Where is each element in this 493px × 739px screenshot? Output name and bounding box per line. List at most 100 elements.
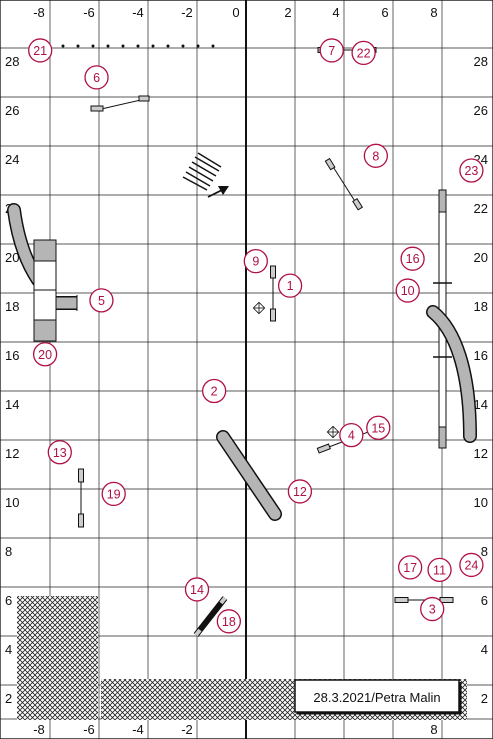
number-label: 2: [211, 385, 218, 399]
y-axis-right-labels: 28 26 24 22 20 18 16 14 12 10 8 6 4 2: [474, 54, 488, 706]
x-tick-label: -8: [33, 722, 45, 737]
course-number-1: 1: [277, 273, 303, 298]
number-label: 12: [293, 485, 307, 499]
y-tick-label: 2: [481, 691, 488, 706]
course-number-2: 2: [201, 378, 227, 404]
number-label: 1: [287, 279, 294, 293]
x-tick-label: 6: [381, 5, 388, 20]
y-axis-left-labels: 28 26 24 22 20 18 16 14 12 10 8 6 4 2: [5, 54, 19, 706]
y-tick-label: 24: [5, 152, 19, 167]
number-label: 9: [252, 255, 259, 269]
number-circle: [101, 481, 126, 507]
y-tick-label: 28: [5, 54, 19, 69]
x-tick-label: 4: [332, 5, 339, 20]
number-circle: [287, 479, 313, 504]
number-circle: [243, 248, 268, 274]
number-label: 11: [433, 563, 446, 577]
number-circle: [459, 158, 484, 183]
number-circle: [32, 342, 58, 367]
number-circle: [397, 555, 423, 580]
curved-tunnel-right: [426, 305, 477, 443]
x-tick-label: -2: [181, 722, 193, 737]
number-label: 15: [371, 421, 385, 435]
course-number-6: 6: [84, 65, 109, 90]
y-tick-label: 14: [474, 397, 488, 412]
jump-9-1: [270, 265, 276, 322]
number-label: 17: [403, 561, 417, 575]
number-label: 8: [372, 149, 379, 163]
number-circle: [395, 278, 420, 303]
y-tick-label: 26: [474, 103, 488, 118]
number-label: 22: [357, 46, 371, 60]
number-circle: [319, 38, 344, 63]
aframe-obstacle: [33, 239, 57, 342]
number-circle: [363, 143, 389, 168]
number-label: 3: [429, 603, 436, 617]
y-tick-label: 12: [5, 446, 19, 461]
number-label: 21: [33, 44, 47, 58]
y-tick-label: 10: [474, 495, 488, 510]
y-tick-label: 26: [5, 103, 19, 118]
number-label: 20: [38, 348, 52, 362]
y-tick-label: 8: [481, 544, 488, 559]
course-caption: 28.3.2021/Petra Malin: [313, 690, 440, 705]
x-tick-label: -6: [83, 5, 95, 20]
number-circle: [366, 415, 391, 440]
course-number-4: 4: [339, 422, 364, 448]
x-tick-label: -2: [181, 5, 193, 20]
y-tick-label: 6: [481, 593, 488, 608]
course-number-8: 8: [363, 143, 389, 168]
y-tick-label: 16: [5, 348, 19, 363]
course-number-12: 12: [287, 479, 313, 504]
number-label: 10: [401, 284, 415, 298]
x-tick-label: -4: [132, 722, 144, 737]
number-label: 23: [464, 164, 478, 178]
course-number-19: 19: [101, 481, 126, 507]
course-number-17: 17: [397, 555, 423, 580]
x-tick-label: -8: [33, 5, 45, 20]
jump-8: [324, 157, 364, 211]
number-label: 16: [406, 252, 420, 266]
number-label: 4: [348, 429, 355, 443]
course-number-7: 7: [319, 38, 344, 63]
y-tick-label: 22: [474, 201, 488, 216]
x-axis-bottom-labels: -8 -6 -4 -2 8: [33, 722, 437, 737]
number-circle: [339, 422, 364, 448]
number-label: 18: [222, 615, 236, 629]
number-label: 24: [464, 558, 478, 572]
course-number-21: 21: [28, 38, 53, 63]
x-tick-label: 8: [430, 5, 437, 20]
jump-13-19: [78, 468, 84, 528]
direction-arrowhead: [218, 186, 229, 195]
number-circle: [216, 609, 242, 634]
y-tick-label: 20: [5, 250, 19, 265]
course-number-5: 5: [89, 288, 114, 313]
number-circle: [420, 596, 445, 622]
number-circle: [400, 246, 425, 271]
course-number-15: 15: [366, 415, 391, 440]
number-label: 19: [107, 487, 121, 501]
course-number-22: 22: [351, 40, 376, 66]
number-label: 14: [190, 583, 204, 597]
boundary-dots: [46, 44, 215, 48]
jump-14-18: [193, 596, 228, 637]
handler-marker-1: [252, 301, 266, 315]
course-number-23: 23: [459, 158, 484, 183]
number-circle: [84, 65, 109, 90]
tunnel-2-12: [216, 430, 282, 521]
number-circle: [351, 40, 376, 66]
x-tick-label: -6: [83, 722, 95, 737]
number-circle: [184, 577, 210, 602]
y-tick-label: 6: [5, 593, 12, 608]
number-circle: [47, 440, 72, 465]
jump-6: [90, 95, 150, 112]
number-circle: [89, 288, 114, 313]
y-tick-label: 10: [5, 495, 19, 510]
number-label: 13: [53, 446, 67, 460]
course-number-10: 10: [395, 278, 420, 303]
number-circle: [28, 38, 53, 63]
course-number-3: 3: [420, 596, 445, 622]
number-label: 6: [93, 71, 100, 85]
